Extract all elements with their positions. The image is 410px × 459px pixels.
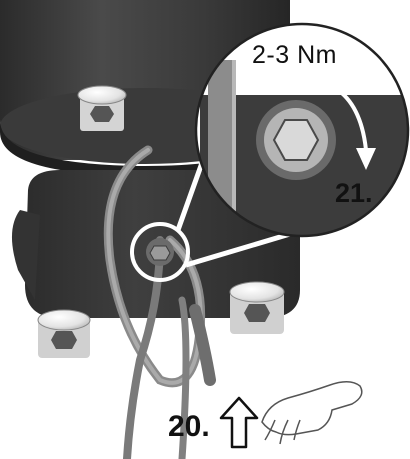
cables [103,145,216,459]
bottom-left-screw [37,309,91,358]
up-arrow-icon [219,396,259,449]
hand-icon [261,381,363,445]
side-screw [146,238,174,266]
step-20-label: 20. [168,410,210,443]
callout-source-ring [130,222,190,282]
clockwise-arrow-icon [245,75,376,170]
torque-label: 2-3 Nm [252,41,337,69]
step-21-label: 21. [335,178,373,208]
hex-socket-screw-icon [272,119,320,161]
bottom-right-screw [229,281,285,334]
callout-lines [175,159,291,268]
zoom-inset [194,22,410,238]
top-screw [77,85,127,131]
